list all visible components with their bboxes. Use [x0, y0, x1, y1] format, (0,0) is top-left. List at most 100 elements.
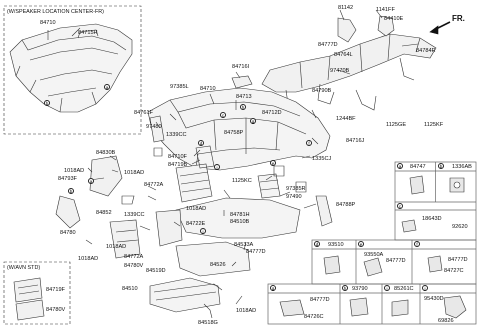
table-code-j1: 95430D: [424, 296, 444, 302]
part-label-84777D-mid: 84777D: [246, 249, 266, 255]
part-label-84790B: 84790B: [312, 88, 332, 94]
table-letter-d: d: [314, 241, 320, 247]
table-letter-c: c: [397, 203, 403, 209]
part-label-1339CC-a: 1339CC: [166, 132, 187, 138]
part-label-1125KC: 1125KC: [232, 178, 252, 184]
part-label-84716I: 84716I: [232, 64, 250, 70]
table-code-i: 85261C: [394, 286, 414, 292]
table-code-e1: 93550A: [364, 252, 384, 258]
part-label-84410E: 84410E: [384, 16, 404, 22]
table-code-h: 93790: [352, 286, 368, 292]
table-code-g2: 84726C: [304, 314, 324, 320]
part-label-84784R: 84784R: [416, 48, 436, 54]
table-letter-a: a: [397, 163, 403, 169]
table-letter-g: g: [270, 285, 276, 291]
callout-j-main: j: [200, 228, 206, 234]
part-label-84533A: 84533A: [234, 242, 254, 248]
inset-label-84719F: 84719F: [46, 287, 65, 293]
table-code-c2: 92620: [452, 224, 468, 230]
cowl-crossbar-drawing: [261, 15, 437, 111]
parts-table-sketches: [279, 175, 467, 319]
part-label-84510B: 84510B: [230, 219, 250, 225]
table-letter-h: h: [342, 285, 348, 291]
part-label-1141FF: 1141FF: [376, 7, 395, 13]
part-label-84710F: 84710F: [168, 154, 187, 160]
part-label-1018AD-2: 1018AD: [124, 170, 145, 176]
part-label-97385R: 97385R: [286, 186, 306, 192]
callout-b: b: [44, 100, 50, 106]
table-code-g1: 84777D: [310, 297, 330, 303]
inset-label-84715H: 84715H: [78, 30, 98, 36]
part-label-1335CJ: 1335CJ: [312, 156, 332, 162]
part-label-84772A-1: 84772A: [144, 182, 164, 188]
table-code-f1: 84777D: [448, 257, 468, 263]
part-label-84788P: 84788P: [336, 202, 356, 208]
callout-i-main: i: [214, 164, 220, 170]
callout-b-main: b: [68, 188, 74, 194]
part-label-1018AD-1: 1018AD: [64, 168, 85, 174]
table-letter-j: j: [422, 285, 428, 291]
part-label-84780V: 84780V: [124, 263, 144, 269]
lower-panel-drawing: [109, 197, 301, 319]
callout-a-main: a: [88, 178, 94, 184]
part-label-84722E: 84722E: [186, 221, 206, 227]
part-label-84758P: 84758P: [224, 130, 244, 136]
part-label-84526: 84526: [210, 262, 226, 268]
part-label-84772A-2: 84772A: [124, 254, 144, 260]
avn-inset-parts-drawing: [13, 277, 45, 321]
part-label-84764L: 84764L: [334, 52, 353, 58]
table-code-e2: 84777D: [386, 258, 406, 264]
callout-d-main: d: [198, 140, 204, 146]
part-label-1018AD-3: 1018AD: [186, 206, 207, 212]
part-label-1018AD-5: 1018AD: [106, 244, 127, 250]
table-letter-f: f: [414, 241, 420, 247]
part-label-84716J: 84716J: [346, 138, 365, 144]
part-label-97385L: 97385L: [170, 84, 189, 90]
table-code-d: 93510: [328, 242, 344, 248]
part-label-84830B: 84830B: [96, 150, 116, 156]
part-label-1125GE: 1125GE: [386, 122, 407, 128]
part-label-84761F: 84761F: [134, 110, 153, 116]
part-label-84713: 84713: [236, 94, 252, 100]
callout-c-main: c: [220, 112, 226, 118]
part-label-84780: 84780: [60, 230, 76, 236]
center-fascia-drawing: [149, 115, 281, 203]
speaker-inset-frame: [3, 5, 142, 135]
left-covers-drawing: [55, 147, 163, 229]
callout-f-main: f: [306, 140, 312, 146]
right-covers-drawing: [273, 165, 333, 227]
part-label-97470B: 97470B: [330, 68, 350, 74]
part-label-1018AD-6: 1018AD: [236, 308, 257, 314]
part-label-84712D: 84712D: [262, 110, 282, 116]
table-letter-e: e: [358, 241, 364, 247]
part-label-1125KF: 1125KF: [424, 122, 444, 128]
part-label-84852: 84852: [96, 210, 112, 216]
table-code-a: 84747: [410, 164, 426, 170]
part-label-84781H: 84781H: [230, 212, 250, 218]
part-label-84793F: 84793F: [58, 176, 77, 182]
main-dash-panel-drawing: [147, 75, 331, 171]
part-label-84710-main: 84710: [200, 86, 216, 92]
inset-label-84780V: 84780V: [46, 307, 66, 313]
part-label-1339CC-b: 1339CC: [124, 212, 145, 218]
part-label-84777D-top: 84777D: [318, 42, 338, 48]
table-code-c1: 18643D: [422, 216, 442, 222]
speaker-inset-title: (W/SPEAKER LOCATION CENTER-FR): [7, 9, 104, 15]
table-code-f2: 84727C: [444, 268, 464, 274]
avn-inset-title: (W/AVN STD): [7, 265, 41, 271]
avn-inset-frame: [3, 261, 71, 325]
part-label-81142: 81142: [338, 5, 354, 11]
parts-table-grid: [267, 161, 477, 325]
part-label-97480: 97480: [146, 124, 162, 130]
part-label-84518G: 84518G: [198, 320, 218, 326]
callout-g-main: g: [250, 118, 256, 124]
table-code-j2: 69826: [438, 318, 454, 324]
callout-e-main: e: [270, 160, 276, 166]
inset-dash-panel-drawing: [9, 23, 133, 113]
table-letter-i: i: [384, 285, 390, 291]
part-label-84519D: 84519D: [146, 268, 166, 274]
callout-a: a: [104, 84, 110, 90]
inset-label-84710: 84710: [40, 20, 56, 26]
